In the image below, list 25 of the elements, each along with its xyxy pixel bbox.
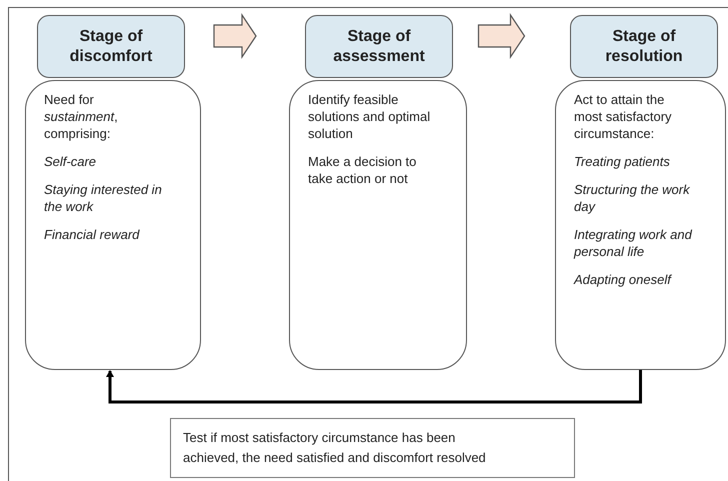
stage-content-text: Act to attain the most satisfactory circumstance: xyxy=(574,91,673,142)
stage-content-text: Structuring the work day xyxy=(574,181,691,215)
stage-content-text: Staying interested in the work xyxy=(44,181,163,215)
block-arrow xyxy=(478,13,526,59)
stage-content-box xyxy=(25,80,201,370)
stage-title: Stage of discomfort xyxy=(68,26,154,66)
stage-header-box xyxy=(37,15,185,78)
note-box xyxy=(170,418,575,478)
note-text: Test if most satisfactory circumstance has been achieved, the need satisfied and discomfort resolved xyxy=(183,429,487,467)
stage-content-text: Treating patients xyxy=(574,153,671,170)
stage-content-text: Financial reward xyxy=(44,226,141,243)
stage-header-box xyxy=(570,15,718,78)
stage-content-text: Adapting oneself xyxy=(574,271,673,288)
stage-content-text: Integrating work and personal life xyxy=(574,226,694,260)
stage-content-text: Self-care xyxy=(44,153,98,170)
stage-title: Stage of assessment xyxy=(332,26,426,66)
stage-content-text: Need for sustainment, comprising: xyxy=(44,91,119,142)
stage-title: Stage of resolution xyxy=(604,26,684,66)
stage-header-box xyxy=(305,15,453,78)
feedback-arrow xyxy=(106,370,642,404)
block-arrow xyxy=(213,13,257,59)
stage-content-text: Identify feasible solutions and optimal solution xyxy=(308,91,432,142)
stage-content-box xyxy=(555,80,726,370)
stage-content-box xyxy=(289,80,467,370)
stage-content-text: Make a decision to take action or not xyxy=(308,153,418,187)
